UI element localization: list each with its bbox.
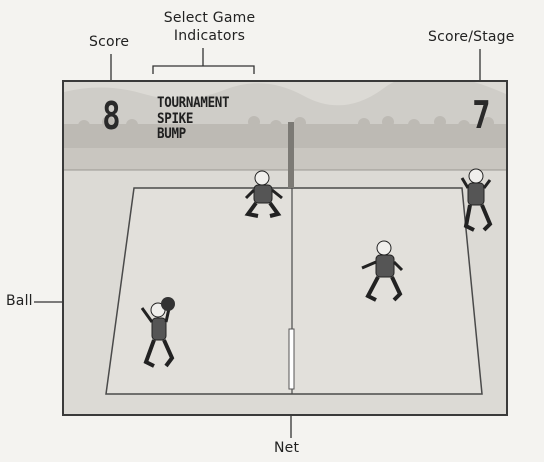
player-right-back [462, 169, 490, 230]
select-bracket [153, 66, 254, 74]
score-label: Score [89, 34, 129, 50]
game-screen: 8 TOURNAMENT SPIKE BUMP 7 [62, 80, 508, 416]
score-stage-label: Score/Stage [428, 29, 515, 45]
ball-label: Ball [6, 293, 33, 309]
net-post-bottom [289, 329, 294, 389]
indicator-tournament: TOURNAMENT [157, 94, 229, 111]
ball [161, 297, 175, 311]
stands-wall [64, 148, 506, 170]
net-post-top [288, 122, 294, 188]
indicator-bump: BUMP [157, 125, 186, 142]
select-game-label-line2: Indicators [147, 27, 272, 45]
game-scene [64, 82, 506, 414]
right-score-stage-digit: 7 [472, 96, 490, 134]
select-game-label-line1: Select Game [147, 9, 272, 27]
select-game-indicators-label: Select Game Indicators [147, 9, 272, 45]
net-label: Net [274, 440, 299, 456]
left-score-digit: 8 [102, 97, 120, 135]
